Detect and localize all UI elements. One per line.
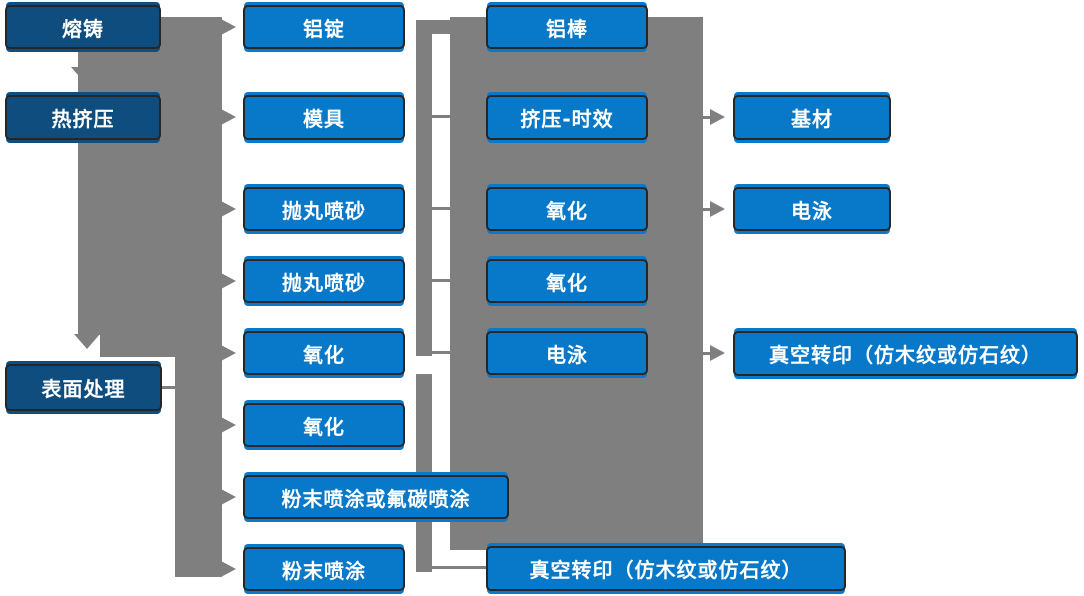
node-surface-treatment: 表面处理 <box>5 364 162 411</box>
shaft-to-electrophoresis-b <box>703 208 712 211</box>
arrow-right-to-shot-blasting-1 <box>221 201 236 217</box>
node-aluminum-rod: 铝棒 <box>486 5 648 49</box>
collector-line-row3 <box>432 207 450 210</box>
node-electrophoresis-b: 电泳 <box>733 187 891 231</box>
node-extrusion-aging: 挤压-时效 <box>486 95 648 140</box>
arrow-right-to-electrophoresis-b <box>710 201 725 217</box>
arrow-right-to-aluminum-ingot <box>221 19 236 35</box>
node-oxidation-c: 氧化 <box>486 187 648 231</box>
arrow-down-to-surface-treatment <box>74 334 100 349</box>
arrow-right-to-mold <box>221 109 236 125</box>
node-melt-casting: 熔铸 <box>5 5 161 49</box>
node-shot-blasting-1: 抛丸喷砂 <box>243 187 405 231</box>
node-mold: 模具 <box>243 95 405 140</box>
flow-trunk-upper <box>78 17 222 335</box>
node-vacuum-transfer-b: 真空转印（仿木纹或仿石纹） <box>733 331 1078 376</box>
surface-treatment-connector-line <box>160 386 200 389</box>
node-electrophoresis-a: 电泳 <box>486 331 648 375</box>
node-aluminum-ingot: 铝锭 <box>243 5 405 49</box>
collector-line-row2 <box>432 115 450 118</box>
arrow-down-to-hot-extrusion <box>71 67 97 82</box>
collector-line-row4 <box>432 279 450 282</box>
flow-trunk-lower <box>175 356 222 577</box>
node-vacuum-transfer-a: 真空转印（仿木纹或仿石纹） <box>486 546 846 591</box>
arrow-right-to-oxidation-a <box>221 345 236 361</box>
node-powder-or-fluorocarbon: 粉末喷涂或氟碳喷涂 <box>243 475 509 519</box>
collector-stub-row1 <box>432 20 450 34</box>
node-base-material: 基材 <box>733 95 891 140</box>
flow-trunk-step <box>100 335 222 357</box>
node-hot-extrusion: 热挤压 <box>5 95 161 140</box>
node-oxidation-b: 氧化 <box>243 403 405 447</box>
arrow-right-to-base-material <box>710 109 725 125</box>
node-oxidation-d: 氧化 <box>486 259 648 303</box>
arrow-right-to-powder-or-fluorocarbon <box>221 489 236 505</box>
shaft-to-base-material <box>703 116 712 119</box>
collector-bar-lower <box>416 374 432 572</box>
node-powder-coating: 粉末喷涂 <box>243 547 405 591</box>
arrow-right-to-powder-coating <box>221 561 236 577</box>
node-oxidation-a: 氧化 <box>243 331 405 375</box>
collector-line-row8 <box>432 566 486 569</box>
shaft-to-vacuum-transfer-b <box>703 352 712 355</box>
node-shot-blasting-2: 抛丸喷砂 <box>243 259 405 303</box>
arrow-right-to-vacuum-transfer-b <box>710 345 725 361</box>
arrow-right-to-shot-blasting-2 <box>221 273 236 289</box>
collector-line-row5 <box>432 351 450 354</box>
arrow-right-to-oxidation-b <box>221 417 236 433</box>
collector-bar-upper <box>416 20 432 356</box>
